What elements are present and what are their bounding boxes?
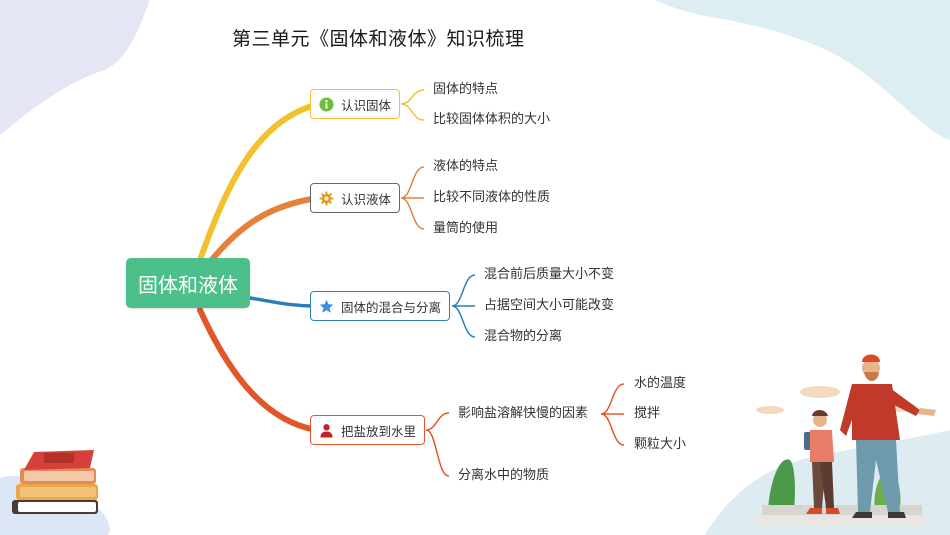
leaf-4-1-1[interactable]: 水的温度 [634, 376, 687, 391]
branch-label-3: 固体的混合与分离 [341, 299, 442, 315]
leaf-2-1[interactable]: 液体的特点 [433, 159, 499, 174]
connector-branch-1 [197, 101, 321, 263]
leaf-4-1-2[interactable]: 搅拌 [634, 406, 661, 421]
bracket-branch-1 [400, 89, 425, 121]
leaf-3-2[interactable]: 占据空间大小可能改变 [484, 298, 615, 313]
bracket-branch-4 [425, 412, 450, 477]
branch-node-4[interactable]: 把盐放到水里 [310, 415, 426, 445]
bracket-branch-3 [451, 274, 476, 338]
gear-icon [319, 190, 334, 206]
top-left-blob [0, 0, 150, 135]
branch-node-3[interactable]: 固体的混合与分离 [310, 291, 451, 321]
leaf-3-1[interactable]: 混合前后质量大小不变 [484, 267, 615, 282]
branch-label-2: 认识液体 [341, 191, 392, 207]
leaf-2-3[interactable]: 量筒的使用 [433, 221, 499, 236]
person-icon [319, 423, 334, 438]
leaf-2-2[interactable]: 比较不同液体的性质 [433, 190, 551, 205]
sub-branch-4-1[interactable]: 影响盐溶解快慢的因素 [458, 406, 589, 421]
star-icon [319, 299, 334, 314]
branch-label-1: 认识固体 [341, 97, 392, 113]
connector-branch-2 [207, 195, 321, 265]
branch-label-4: 把盐放到水里 [341, 423, 417, 439]
bracket-branch-2 [400, 166, 425, 230]
sub-branch-4-2[interactable]: 分离水中的物质 [458, 468, 550, 483]
leaf-4-1-3[interactable]: 颗粒大小 [634, 437, 687, 452]
leaf-1-1[interactable]: 固体的特点 [433, 82, 499, 97]
connector-branch-3 [248, 296, 318, 308]
leaf-1-2[interactable]: 比较固体体积的大小 [433, 112, 551, 127]
branch-node-1[interactable]: 认识固体 [310, 89, 401, 119]
page-title: 第三单元《固体和液体》知识梳理 [232, 28, 525, 50]
connector-branch-4 [197, 307, 319, 433]
root-node[interactable]: 固体和液体 [126, 258, 250, 308]
branch-node-2[interactable]: 认识液体 [310, 183, 401, 213]
bracket-sub-branch [600, 383, 625, 446]
top-right-blob [655, 0, 950, 140]
info-icon [319, 96, 334, 112]
leaf-3-3[interactable]: 混合物的分离 [484, 329, 563, 344]
